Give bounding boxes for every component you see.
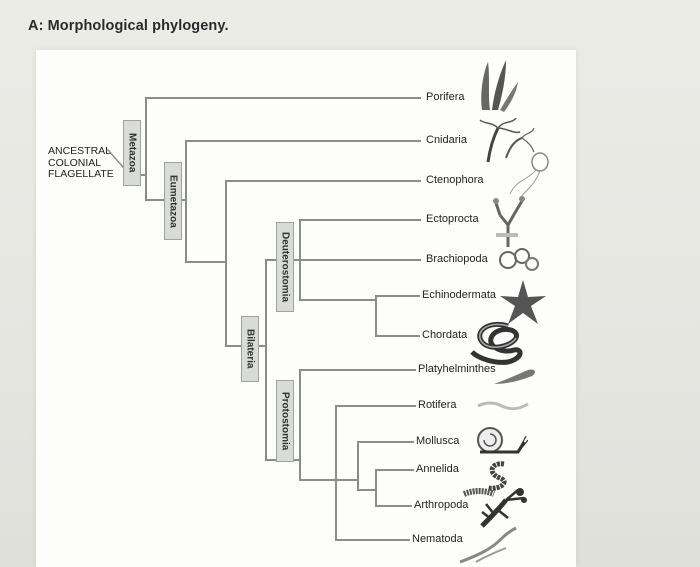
- page-title: A: Morphological phylogeny.: [28, 18, 229, 34]
- taxon-cnidaria: Cnidaria: [424, 134, 469, 146]
- ancestor-line: FLAGELLATE: [48, 168, 114, 180]
- taxon-arthropoda: Arthropoda: [412, 499, 471, 511]
- rotifer-icon: [477, 401, 529, 411]
- taxon-nematoda: Nematoda: [410, 533, 465, 545]
- sponge-icon: [481, 60, 518, 112]
- clade-deuterostomia: Deuterostomia: [276, 222, 294, 312]
- taxon-annelida: Annelida: [414, 463, 461, 475]
- ancestor-line: COLONIAL: [48, 156, 102, 169]
- hydra-icon: [479, 118, 535, 163]
- taxon-platyhelminthes: Platyhelminthes: [416, 363, 498, 375]
- snake-icon: [470, 322, 523, 365]
- clade-bilateria: Bilateria: [241, 316, 259, 382]
- taxon-brachiopoda: Brachiopoda: [424, 253, 490, 265]
- ancestor-label: ANCESTRAL COLONIAL FLAGELLATE: [48, 145, 128, 181]
- clade-protostomia: Protostomia: [276, 380, 294, 462]
- sea-star-icon: [500, 280, 546, 324]
- taxon-chordata: Chordata: [420, 329, 470, 341]
- roundworm-icon: [459, 526, 517, 564]
- clade-metazoa: Metazoa: [123, 120, 141, 186]
- taxon-ctenophora: Ctenophora: [424, 174, 486, 186]
- lamp-shell-icon: [499, 248, 539, 271]
- taxon-mollusca: Mollusca: [414, 435, 462, 447]
- flatworm-icon: [494, 369, 535, 384]
- ancestor-line: ANCESTRAL: [48, 145, 112, 157]
- taxon-echinodermata: Echinodermata: [420, 289, 498, 301]
- taxon-porifera: Porifera: [424, 91, 467, 103]
- snail-icon: [477, 427, 528, 454]
- comb-jelly-icon: [509, 152, 549, 199]
- lobster-icon: [480, 488, 527, 528]
- bryozoan-icon: [493, 196, 525, 247]
- earthworm-icon: [462, 461, 507, 497]
- taxon-rotifera: Rotifera: [416, 399, 459, 411]
- phylogeny-figure: ANCESTRAL COLONIAL FLAGELLATE Metazoa Eu…: [36, 50, 576, 567]
- clade-eumetazoa: Eumetazoa: [164, 162, 182, 240]
- taxon-ectoprocta: Ectoprocta: [424, 213, 481, 225]
